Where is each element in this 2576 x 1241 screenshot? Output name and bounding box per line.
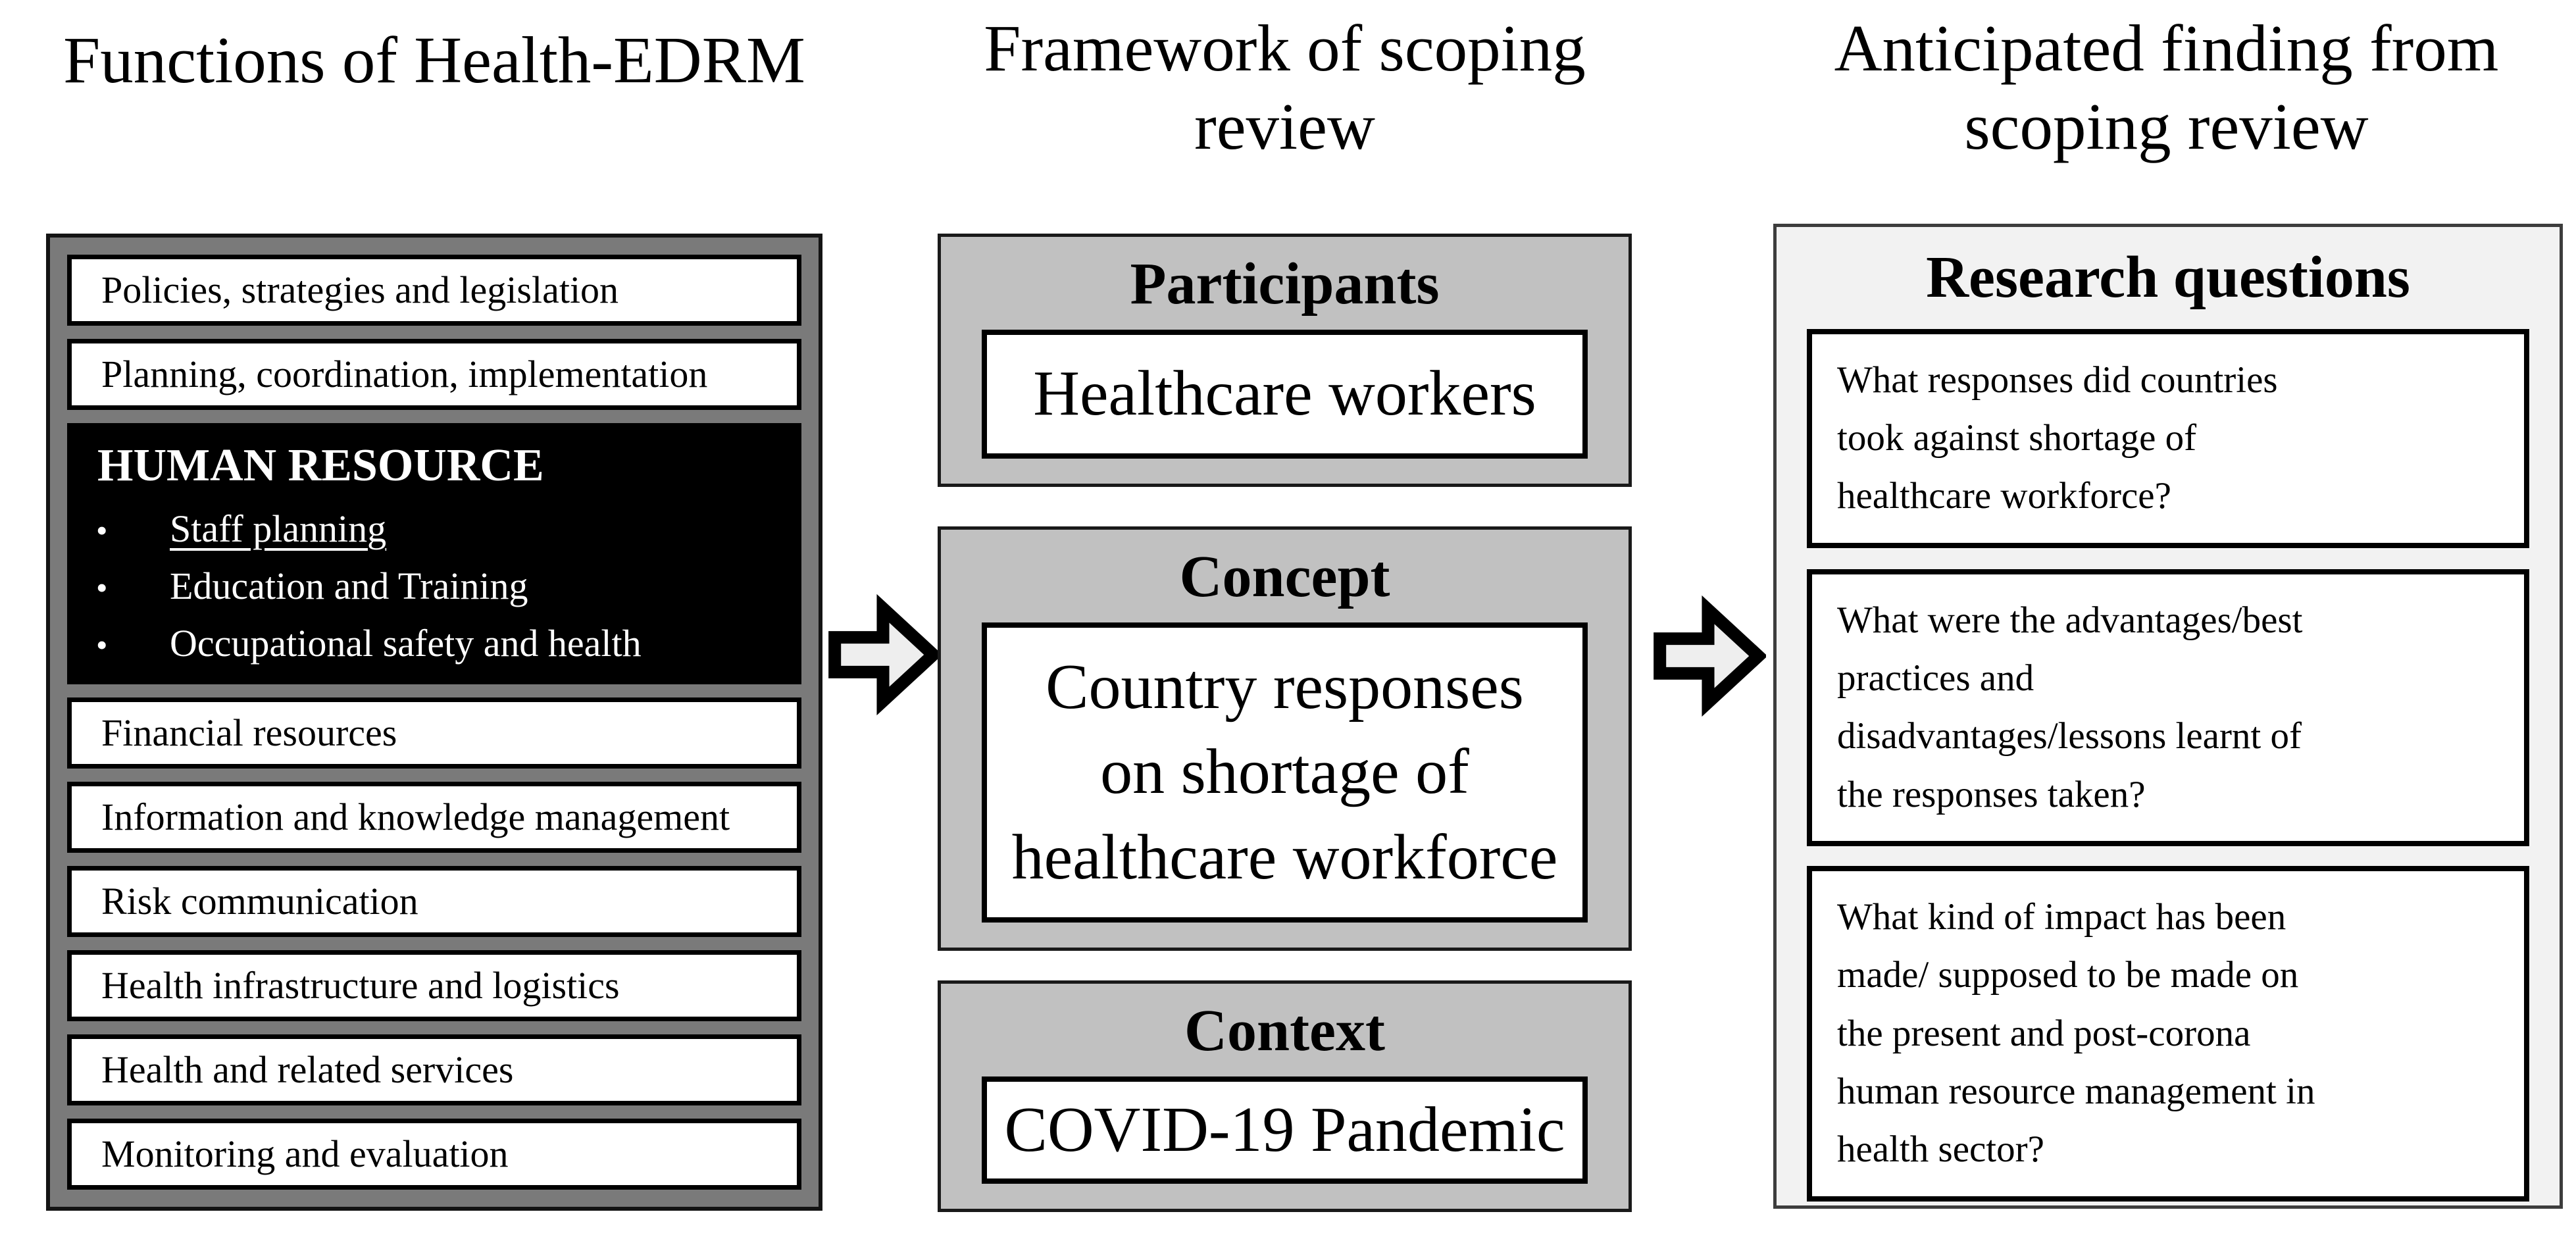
human-resource-bullet-item: • Education and Training [67, 557, 795, 615]
context-heading: Context [1184, 998, 1385, 1063]
bullet-icon: • [96, 512, 108, 549]
human-resource-bullet-label: Education and Training [170, 565, 528, 607]
functions-panel: Policies, strategies and legislation Pla… [46, 234, 822, 1211]
human-resource-bullet-label: Staff planning [170, 507, 387, 550]
function-item-label: Monitoring and evaluation [101, 1132, 509, 1175]
research-question-box: What kind of impact has been made/ suppo… [1807, 865, 2529, 1202]
function-item: Health and related services [67, 1034, 801, 1105]
function-item-label: Financial resources [101, 711, 397, 754]
context-value-box: COVID-19 Pandemic [982, 1076, 1588, 1184]
left-column-title: Functions of Health-EDRM [63, 23, 805, 97]
function-item-label: Policies, strategies and legislation [101, 268, 619, 311]
function-item: Financial resources [67, 697, 801, 769]
function-item-label: Health and related services [101, 1048, 514, 1091]
research-questions-heading: Research questions [1926, 245, 2410, 310]
participants-heading: Participants [1130, 251, 1440, 317]
right-column-title: Anticipated finding from scoping review [1834, 11, 2499, 164]
function-item: Health infrastructure and logistics [67, 950, 801, 1021]
right-arrow-icon [1654, 595, 1766, 717]
participants-panel: Participants Healthcare workers [938, 234, 1632, 487]
function-item: Policies, strategies and legislation [67, 255, 801, 326]
concept-value-box: Country responses on shortage of healthc… [982, 622, 1588, 923]
research-questions-panel: Research questions What responses did co… [1773, 224, 2563, 1209]
human-resource-bullet-item: • Staff planning [67, 500, 795, 557]
concept-panel: Concept Country responses on shortage of… [938, 526, 1632, 951]
context-panel: Context COVID-19 Pandemic [938, 980, 1632, 1212]
concept-heading: Concept [1179, 544, 1390, 609]
middle-column-title: Framework of scoping review [984, 11, 1586, 164]
function-item: Monitoring and evaluation [67, 1119, 801, 1190]
function-item: Risk communication [67, 866, 801, 937]
function-item-label: Risk communication [101, 879, 418, 923]
human-resource-box: HUMAN RESOURCE • Staff planning • Educat… [67, 423, 801, 684]
research-question-box: What were the advantages/best practices … [1807, 569, 2529, 846]
function-item-label: Planning, coordination, implementation [101, 352, 708, 395]
function-item-label: Information and knowledge management [101, 795, 730, 838]
participants-value-box: Healthcare workers [982, 330, 1588, 459]
bullet-icon: • [96, 626, 108, 663]
function-item: Information and knowledge management [67, 782, 801, 853]
bullet-icon: • [96, 569, 108, 606]
right-arrow-icon [828, 594, 941, 716]
function-item: Planning, coordination, implementation [67, 339, 801, 410]
human-resource-bullet-label: Occupational safety and health [170, 622, 642, 665]
human-resource-bullet-item: • Occupational safety and health [67, 615, 795, 672]
research-question-box: What responses did countries took agains… [1807, 328, 2529, 548]
human-resource-heading: HUMAN RESOURCE [97, 440, 544, 491]
function-item-label: Health infrastructure and logistics [101, 963, 620, 1007]
